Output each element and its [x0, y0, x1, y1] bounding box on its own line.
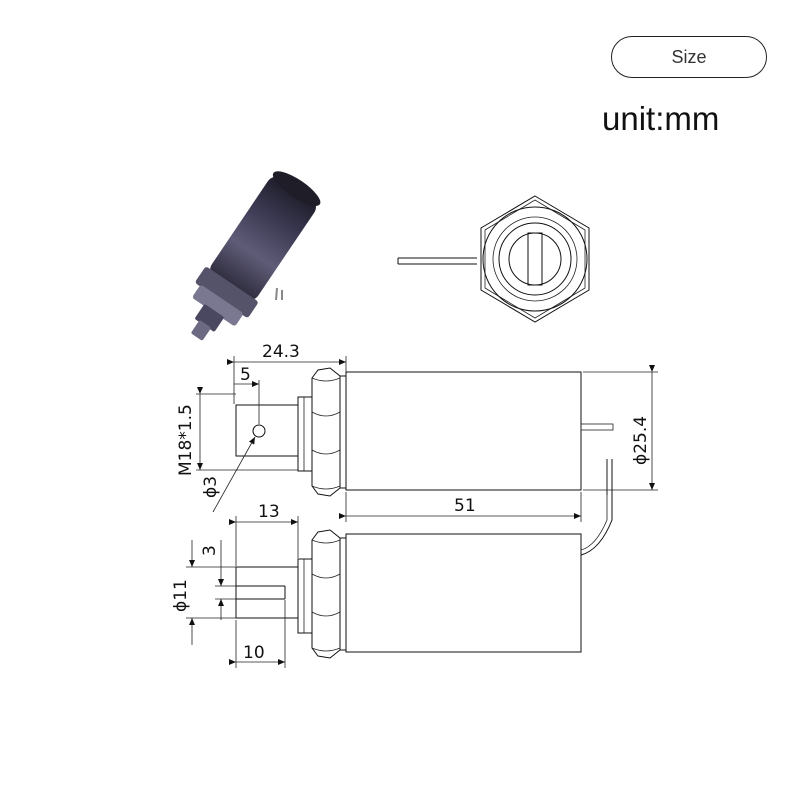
dim-phi3: ϕ3 [201, 476, 221, 498]
dim-51: 51 [454, 496, 476, 516]
dim-3: 3 [200, 545, 220, 556]
unit-label: unit:mm [602, 100, 720, 137]
dim-phi25-4: ϕ25.4 [631, 416, 651, 465]
dim-phi11: ϕ11 [171, 579, 191, 612]
dim-5: 5 [240, 365, 251, 385]
dim-m18: M18*1.5 [176, 404, 196, 476]
side-view-bottom: 13 3 ϕ11 10 [171, 460, 613, 668]
end-view [397, 195, 590, 323]
size-label: Size [671, 46, 707, 67]
size-badge: Size [611, 36, 767, 78]
dim-13: 13 [258, 502, 280, 522]
dim-24-3: 24.3 [262, 342, 300, 362]
product-3d-render [191, 171, 321, 341]
dim-10: 10 [243, 643, 265, 663]
side-view-top: 24.3 5 M18*1.5 ϕ3 51 ϕ25.4 [176, 342, 658, 522]
